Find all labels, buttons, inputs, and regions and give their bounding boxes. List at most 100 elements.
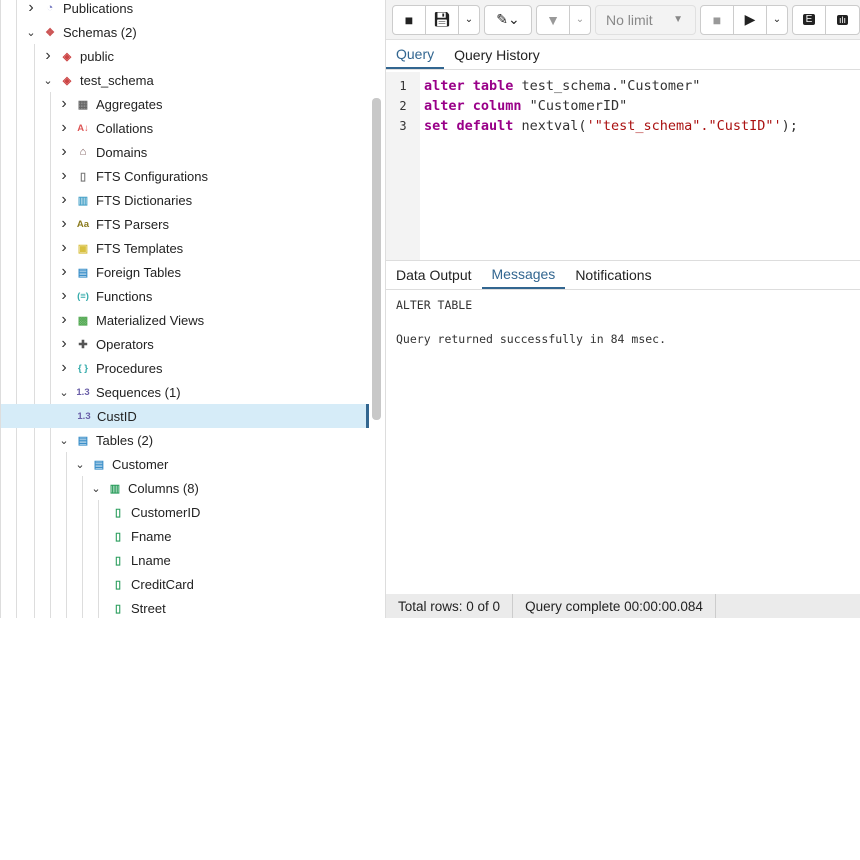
sql-text: "CustomerID": [521, 98, 628, 114]
chevron-down-icon[interactable]: ⌄: [59, 386, 69, 399]
caret-down-icon: ▼: [673, 14, 683, 25]
total-rows: Total rows: 0 of 0: [398, 598, 501, 614]
sql-editor[interactable]: 1 2 3 alter table test_schema."Customer"…: [386, 72, 860, 260]
panel-divider[interactable]: [385, 0, 386, 618]
tree-item-label: CustID: [97, 408, 137, 424]
chevron-right-icon[interactable]: ›: [61, 119, 67, 136]
tree-item-columns-8[interactable]: ⌄▥Columns (8): [1, 476, 369, 500]
chevron-down-icon: ⌄: [464, 14, 474, 25]
line-numbers: 1 2 3: [386, 72, 420, 260]
tree-item-street[interactable]: ▯Street: [1, 596, 369, 618]
tree-item-label: Domains: [96, 144, 148, 160]
chevron-down-icon: ⌄: [575, 14, 585, 25]
filter-button[interactable]: ▼: [537, 5, 570, 34]
chevron-right-icon[interactable]: ›: [61, 191, 67, 208]
filter-dropdown-button[interactable]: ⌄: [570, 6, 590, 34]
tree-item-procedures[interactable]: ›{ }Procedures: [1, 356, 369, 380]
tree-item-collations[interactable]: ›A↓Collations: [1, 116, 369, 140]
tree-item-label: Sequences (1): [96, 384, 181, 400]
row-limit-select[interactable]: No limit▼: [595, 4, 696, 35]
schema-icon: ◈: [62, 74, 72, 87]
tree-item-fname[interactable]: ▯Fname: [1, 524, 369, 548]
save-icon: 💾︎: [433, 11, 451, 27]
open-file-button[interactable]: ■: [393, 5, 426, 34]
chevron-down-icon[interactable]: ⌄: [43, 74, 53, 87]
save-button[interactable]: 💾︎: [426, 5, 459, 34]
code-line: alter table test_schema."Customer": [424, 78, 798, 98]
play-icon: ▶: [744, 11, 756, 27]
tree-item-test-schema[interactable]: ⌄◈test_schema: [1, 68, 369, 92]
line-number: 1: [399, 79, 407, 93]
chevron-right-icon[interactable]: ›: [61, 359, 67, 376]
tree-item-publications[interactable]: ›◔Publications: [1, 0, 369, 20]
chevron-right-icon[interactable]: ›: [28, 0, 34, 16]
sql-text: test_schema."Customer": [513, 78, 701, 94]
tree-item-lname[interactable]: ▯Lname: [1, 548, 369, 572]
tree-item-label: Foreign Tables: [96, 264, 182, 280]
chevron-down-icon[interactable]: ⌄: [59, 434, 69, 447]
status-divider: [714, 594, 716, 618]
tree-item-aggregates[interactable]: ›▦Aggregates: [1, 92, 369, 116]
save-dropdown-button[interactable]: ⌄: [459, 6, 479, 34]
column-icon: ▯: [114, 530, 122, 543]
chevron-down-icon[interactable]: ⌄: [26, 26, 36, 39]
code-area[interactable]: alter table test_schema."Customer"alter …: [420, 72, 798, 260]
chevron-down-icon[interactable]: ⌄: [75, 458, 85, 471]
execute-button[interactable]: ▶: [734, 5, 767, 34]
tree-item-foreign-tables[interactable]: › ▤ Foreign Tables: [1, 260, 369, 284]
explain-analyze-button[interactable]: ılı: [826, 6, 859, 34]
chevron-right-icon[interactable]: ›: [61, 311, 67, 328]
sql-keyword: alter column: [424, 98, 522, 114]
tree-item-fts-dictionaries[interactable]: ›▥FTS Dictionaries: [1, 188, 369, 212]
tree-item-label: Columns (8): [128, 480, 199, 496]
tree-item-fts-configurations[interactable]: ›▯FTS Configurations: [1, 164, 369, 188]
tree-item-label: Lname: [131, 552, 171, 568]
tree-item-label: Tables (2): [96, 432, 154, 448]
tree-item-functions[interactable]: ›(≡)Functions: [1, 284, 369, 308]
chevron-right-icon[interactable]: ›: [61, 335, 67, 352]
tab-notifications[interactable]: Notifications: [575, 267, 652, 283]
materialized-view-icon: ▩: [77, 314, 89, 327]
tree-item-materialized-views[interactable]: ›▩Materialized Views: [1, 308, 369, 332]
chevron-right-icon[interactable]: ›: [61, 287, 67, 304]
chevron-down-icon[interactable]: ⌄: [91, 482, 101, 495]
tree-item-tables-2[interactable]: ⌄▤Tables (2): [1, 428, 369, 452]
stop-icon: ■: [712, 11, 722, 28]
tab-query-history[interactable]: Query History: [454, 46, 540, 63]
chevron-right-icon[interactable]: ›: [61, 167, 67, 184]
tree-item-domains[interactable]: ›⌂Domains: [1, 140, 369, 164]
explain-icon: E: [802, 14, 816, 25]
execute-dropdown-button[interactable]: ⌄: [767, 6, 787, 34]
code-line: alter column "CustomerID": [424, 98, 798, 118]
tab-messages[interactable]: Messages: [481, 261, 566, 289]
chevron-right-icon[interactable]: ›: [45, 47, 51, 64]
tree-scrollbar[interactable]: [372, 98, 381, 420]
chevron-right-icon[interactable]: ›: [61, 239, 67, 256]
chevron-right-icon[interactable]: ›: [61, 263, 67, 280]
tree-item-operators[interactable]: ›✚Operators: [1, 332, 369, 356]
foreign-table-icon: ▤: [77, 266, 89, 279]
query-status: Query complete 00:00:00.084: [525, 598, 703, 614]
chevron-right-icon[interactable]: ›: [61, 143, 67, 160]
tree-item-public[interactable]: ›◈public: [1, 44, 369, 68]
chevron-right-icon[interactable]: ›: [61, 95, 67, 112]
edit-button[interactable]: ✎⌄: [485, 6, 531, 34]
tab-data-output[interactable]: Data Output: [396, 267, 472, 283]
explain-button[interactable]: E: [793, 5, 826, 34]
tree-item-customer[interactable]: ⌄▤Customer: [1, 452, 369, 476]
tree-item-label: FTS Dictionaries: [96, 192, 193, 208]
tab-query[interactable]: Query: [386, 40, 445, 69]
tree-item-label: FTS Templates: [96, 240, 184, 256]
stop-button[interactable]: ■: [701, 5, 734, 34]
tree-item-fts-templates[interactable]: ›▣FTS Templates: [1, 236, 369, 260]
tree-item-creditcard[interactable]: ▯CreditCard: [1, 572, 369, 596]
sql-keyword: alter table: [424, 78, 514, 94]
tree-item-schemas-2[interactable]: ⌄❖Schemas (2): [1, 20, 369, 44]
chevron-right-icon[interactable]: ›: [61, 215, 67, 232]
tree-item-customerid[interactable]: ▯CustomerID: [1, 500, 369, 524]
sql-text: );: [781, 118, 798, 134]
sql-string: '"test_schema"."CustID"': [586, 118, 782, 134]
